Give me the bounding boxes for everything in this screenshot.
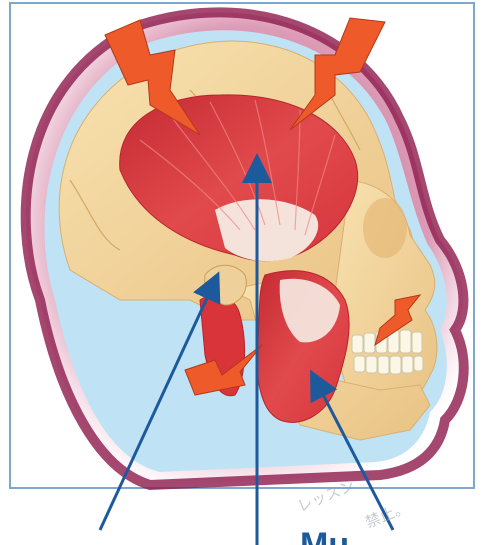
watermark-text-2: 禁止。 [363, 498, 411, 532]
bottom-partial-label: Mu [300, 526, 349, 545]
eye-orbit [363, 198, 407, 258]
